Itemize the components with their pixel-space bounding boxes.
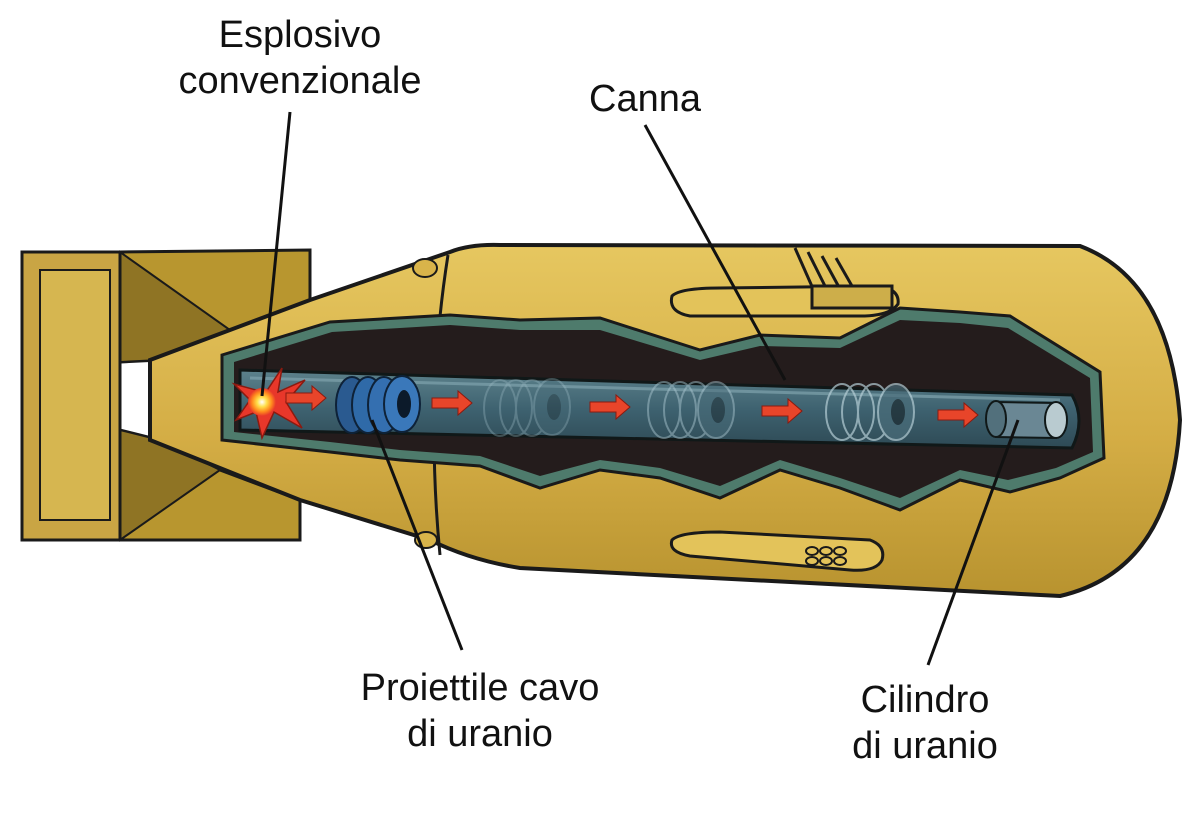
leader-explosive [260,111,292,397]
projectile-ghost-2 [647,381,735,439]
label-conventional-explosive: Esplosivo convenzionale [150,12,450,104]
vent-holes [805,546,847,566]
leader-target [926,419,1020,666]
arrow-icon [589,393,631,421]
projectile-ghost-1 [483,378,571,437]
label-projectile-line2: di uranio [407,713,553,755]
arrow-icon [761,397,803,425]
label-explosive-line1: Esplosivo [218,14,382,56]
leader-projectile [370,419,464,651]
motion-arrows [285,384,979,429]
projectile-ghost-3 [825,383,915,441]
leader-lines [260,111,1020,666]
arrow-icon [937,401,979,429]
arrow-icon [285,384,327,412]
projectile-rings [335,375,915,441]
tail-fins [20,248,312,542]
leader-barrel [643,124,787,381]
label-explosive-line2: convenzionale [178,60,422,102]
label-barrel: Canna [545,76,745,122]
uranium-cylinder [985,400,1068,440]
label-target-line1: Cilindro [860,679,990,721]
label-uranium-cylinder: Cilindro di uranio [810,677,1040,769]
arrow-icon [431,389,473,417]
label-projectile-line1: Proiettile cavo [360,667,600,709]
antenna-wires [793,247,894,310]
projectile-main [335,375,421,434]
label-hollow-uranium-projectile: Proiettile cavo di uranio [320,665,640,757]
label-barrel-line1: Canna [589,78,701,120]
explosion-burst [231,367,306,441]
label-target-line2: di uranio [852,725,998,767]
